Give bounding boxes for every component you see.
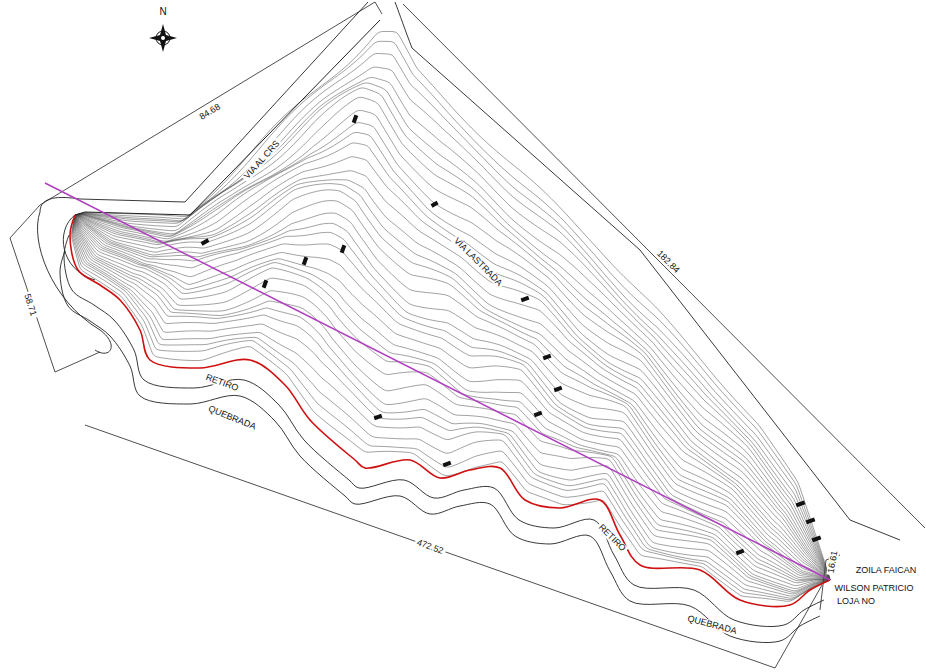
dimension-line	[10, 238, 100, 372]
stream-bank	[60, 251, 820, 643]
compass-center	[161, 36, 165, 40]
road-name: VIA AL CRS	[241, 138, 283, 183]
building	[302, 257, 308, 266]
contour-line	[75, 123, 830, 580]
dimension-line	[85, 425, 822, 668]
contour-line	[75, 215, 830, 583]
contour-line	[75, 88, 830, 580]
contour-line	[75, 215, 830, 591]
contour-line	[73, 215, 830, 598]
dimension-label: 16.61	[826, 548, 839, 576]
dimension-label: 84.68	[196, 101, 223, 122]
building	[543, 354, 552, 360]
setback-line	[70, 215, 830, 607]
building	[443, 461, 452, 467]
compass-star	[149, 24, 177, 52]
building	[374, 414, 383, 420]
contour-line	[75, 215, 830, 580]
road-edge	[40, 2, 368, 212]
building	[554, 386, 563, 392]
contour-line	[75, 67, 830, 580]
stream-bank	[64, 235, 824, 627]
contour-line	[75, 132, 830, 580]
building	[521, 296, 530, 302]
contour-line	[75, 53, 830, 580]
building	[431, 201, 439, 208]
dimension-lines	[10, 2, 925, 668]
buildings	[201, 115, 822, 556]
dimension-line	[403, 4, 925, 528]
road-name: VÍA LASTRADA	[451, 235, 505, 289]
dimension-line	[10, 2, 382, 238]
stream-name: QUEBRADA	[205, 404, 259, 433]
contour-line	[75, 83, 830, 580]
contour-line	[75, 215, 830, 580]
building	[736, 549, 745, 555]
contour-line	[75, 215, 830, 580]
property-boundary	[75, 20, 380, 215]
setback-label: RETIRO	[203, 372, 242, 393]
contour-lines	[72, 31, 830, 601]
building	[534, 411, 543, 417]
road-edge	[395, 2, 900, 540]
contour-line	[75, 77, 830, 580]
contour-line	[75, 215, 830, 580]
north-label: N	[157, 7, 168, 17]
contour-line	[72, 215, 830, 600]
contour-line	[75, 31, 830, 580]
owner-name: ZOILA FAICAN	[854, 566, 919, 575]
contour-line	[72, 215, 830, 601]
contour-line	[75, 180, 830, 580]
stream-name: QUEBRADA	[685, 614, 740, 637]
contour-line	[75, 171, 830, 580]
north-arrow	[149, 24, 177, 52]
building	[352, 115, 358, 124]
contour-line	[75, 215, 830, 589]
building	[806, 517, 816, 524]
contour-line	[75, 215, 830, 580]
owner-name: WILSON PATRICIO	[832, 584, 915, 593]
contour-line	[75, 215, 830, 581]
contour-line	[75, 97, 830, 580]
setback-label: RETIRO	[595, 521, 628, 554]
building	[201, 238, 210, 245]
axis-line	[45, 183, 830, 580]
contour-line	[75, 110, 830, 580]
building	[812, 535, 822, 542]
dimension-label: 58.71	[22, 291, 39, 319]
dimension-label: 182.84	[654, 248, 683, 277]
building	[340, 245, 346, 254]
owner-name: LOJA NO	[835, 597, 877, 606]
stream-banks	[60, 235, 824, 643]
contour-line	[75, 143, 830, 580]
building	[262, 280, 268, 289]
contour-line	[75, 41, 830, 580]
building	[796, 500, 806, 507]
dimension-label: 472.52	[414, 537, 447, 556]
contour-line	[75, 184, 830, 580]
contour-line	[75, 190, 830, 580]
contour-line	[75, 213, 830, 580]
contour-line	[75, 215, 830, 580]
